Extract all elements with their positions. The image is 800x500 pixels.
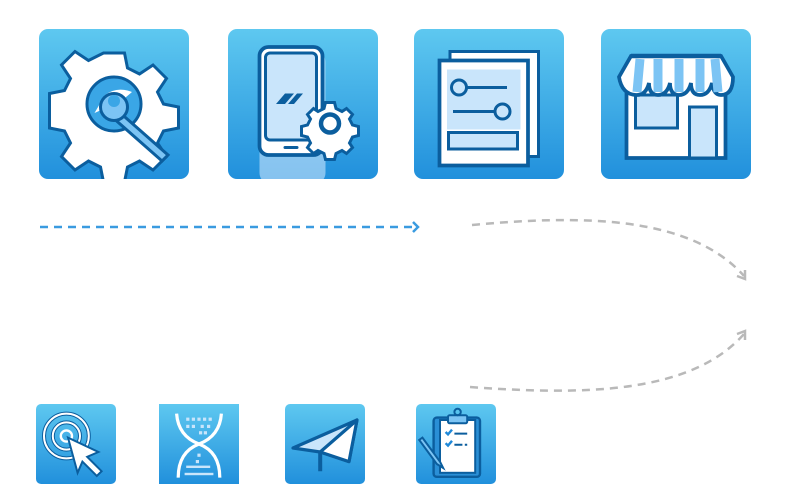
document-sliders-icon — [437, 50, 540, 168]
return-curve-top — [471, 218, 745, 277]
mobile-settings-tile[interactable] — [228, 29, 378, 179]
dna-tile[interactable] — [159, 404, 239, 484]
target-click-icon — [42, 411, 104, 478]
gear-wrench-icon — [48, 49, 180, 179]
paper-plane-tile[interactable] — [285, 404, 365, 484]
return-curve-bottom — [469, 333, 745, 392]
clipboard-checklist-icon — [417, 407, 482, 478]
document-sliders-tile[interactable] — [414, 29, 564, 179]
storefront-icon — [617, 53, 735, 160]
return-curve-top-arrow — [736, 270, 747, 281]
paper-plane-icon — [291, 418, 359, 472]
dna-icon — [175, 413, 223, 478]
return-curve-bottom-arrow — [736, 329, 747, 340]
flow-arrow-head — [412, 221, 420, 233]
target-click-tile[interactable] — [36, 404, 116, 484]
mobile-settings-icon — [257, 45, 360, 179]
clipboard-checklist-tile[interactable] — [416, 404, 496, 484]
storefront-tile[interactable] — [601, 29, 751, 179]
gear-wrench-tile[interactable] — [39, 29, 189, 179]
